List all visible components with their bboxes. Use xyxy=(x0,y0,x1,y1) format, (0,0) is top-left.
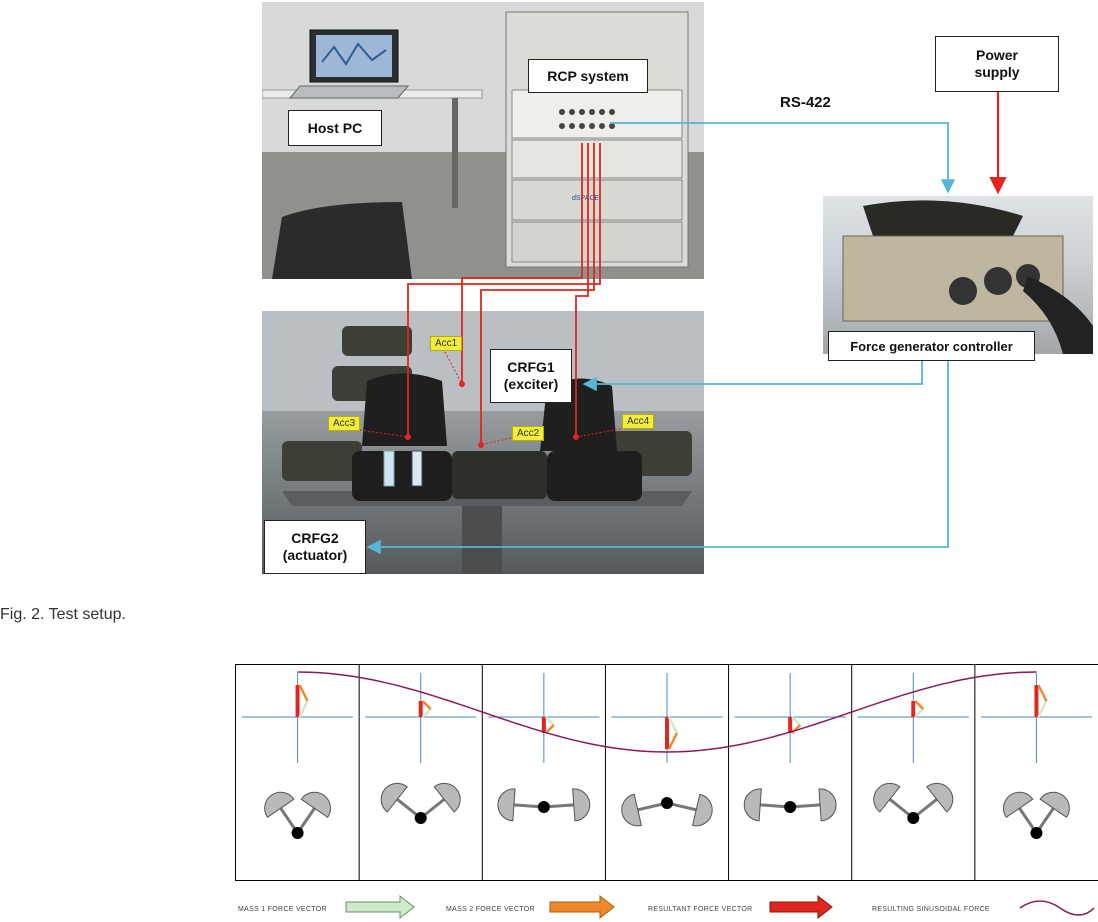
acc1-tag: Acc1 xyxy=(430,336,463,351)
mass-pivot xyxy=(537,801,550,814)
rotating-mass xyxy=(497,788,516,822)
mass1-vector xyxy=(791,716,802,726)
legend-mass1-label: MASS 1 FORCE VECTOR xyxy=(238,906,327,913)
mass2-vector xyxy=(298,684,309,702)
rotating-mass xyxy=(1039,791,1070,818)
legend-symbols xyxy=(345,894,1095,920)
legend-sinusoid-label: RESULTING SINUSOIDAL FORCE xyxy=(872,906,990,913)
mass2-vector xyxy=(914,700,925,710)
sinusoidal-force-curve xyxy=(297,671,1037,753)
rotating-mass xyxy=(621,793,643,827)
mass-pivot xyxy=(907,812,920,824)
mass1-vector xyxy=(421,708,432,718)
crfg2-label: CRFG2 (actuator) xyxy=(264,520,366,574)
rotating-mass xyxy=(264,791,295,818)
rotating-mass xyxy=(818,788,837,822)
schematic-drawing xyxy=(242,665,1092,880)
legend-resultant-label: RESULTANT FORCE VECTOR xyxy=(648,906,753,913)
rs422-wire xyxy=(610,122,956,194)
crfg1-label: CRFG1 (exciter) xyxy=(490,349,572,403)
legend-sinusoid-curve xyxy=(1019,900,1095,916)
legend-mass1-arrow xyxy=(345,894,415,920)
power-supply-label: Power supply xyxy=(935,36,1059,92)
rotating-mass xyxy=(380,782,408,813)
mass-pivot xyxy=(1030,827,1043,839)
mass-pivot xyxy=(661,797,673,809)
rotating-mass xyxy=(743,788,762,822)
mass1-vector xyxy=(298,700,309,718)
rcp-system-label: RCP system xyxy=(528,59,648,93)
figure-caption: Fig. 2. Test setup. xyxy=(0,606,126,623)
controller-to-crfg2-wire xyxy=(366,360,949,555)
rotating-mass xyxy=(873,782,901,813)
mass2-vector xyxy=(1037,684,1048,702)
accelerometer-wires xyxy=(407,143,601,445)
controller-photo xyxy=(823,196,1093,354)
rotating-mass xyxy=(691,793,713,827)
rotating-mass xyxy=(572,788,591,822)
host-pc-label: Host PC xyxy=(288,110,382,146)
mass2-vector xyxy=(667,732,679,750)
force-generator-controller-label: Force generator controller xyxy=(828,331,1035,361)
rotating-mass xyxy=(433,782,461,813)
connection-lines xyxy=(359,90,1007,555)
rotating-mass xyxy=(300,791,332,818)
mass-pivot xyxy=(414,812,427,824)
mass2-vector xyxy=(544,724,555,734)
legend-mass2-arrow xyxy=(549,894,615,920)
mass1-vector xyxy=(1037,700,1048,718)
dspace-brand: dSPACE xyxy=(572,195,599,202)
rs422-label: RS-422 xyxy=(780,94,831,111)
legend-resultant-arrow xyxy=(769,894,833,920)
mass1-vector xyxy=(544,716,555,726)
acc4-tag: Acc4 xyxy=(622,414,655,429)
mass1-vector xyxy=(667,716,679,734)
acc3-tag: Acc3 xyxy=(328,416,361,431)
seats-photo-drawing xyxy=(262,311,704,574)
mass-pivot xyxy=(784,801,797,814)
force-vector-schematic xyxy=(235,664,1098,881)
rotating-mass xyxy=(1002,791,1034,818)
acc2-tag: Acc2 xyxy=(512,426,545,441)
mass-pivot xyxy=(291,827,304,839)
legend-mass2-label: MASS 2 FORCE VECTOR xyxy=(446,906,535,913)
controller-photo-drawing xyxy=(842,200,1093,354)
controller-to-crfg1-wire xyxy=(582,360,923,392)
mass1-vector xyxy=(914,708,925,718)
rotating-mass xyxy=(926,782,954,813)
mass2-vector xyxy=(421,700,432,710)
